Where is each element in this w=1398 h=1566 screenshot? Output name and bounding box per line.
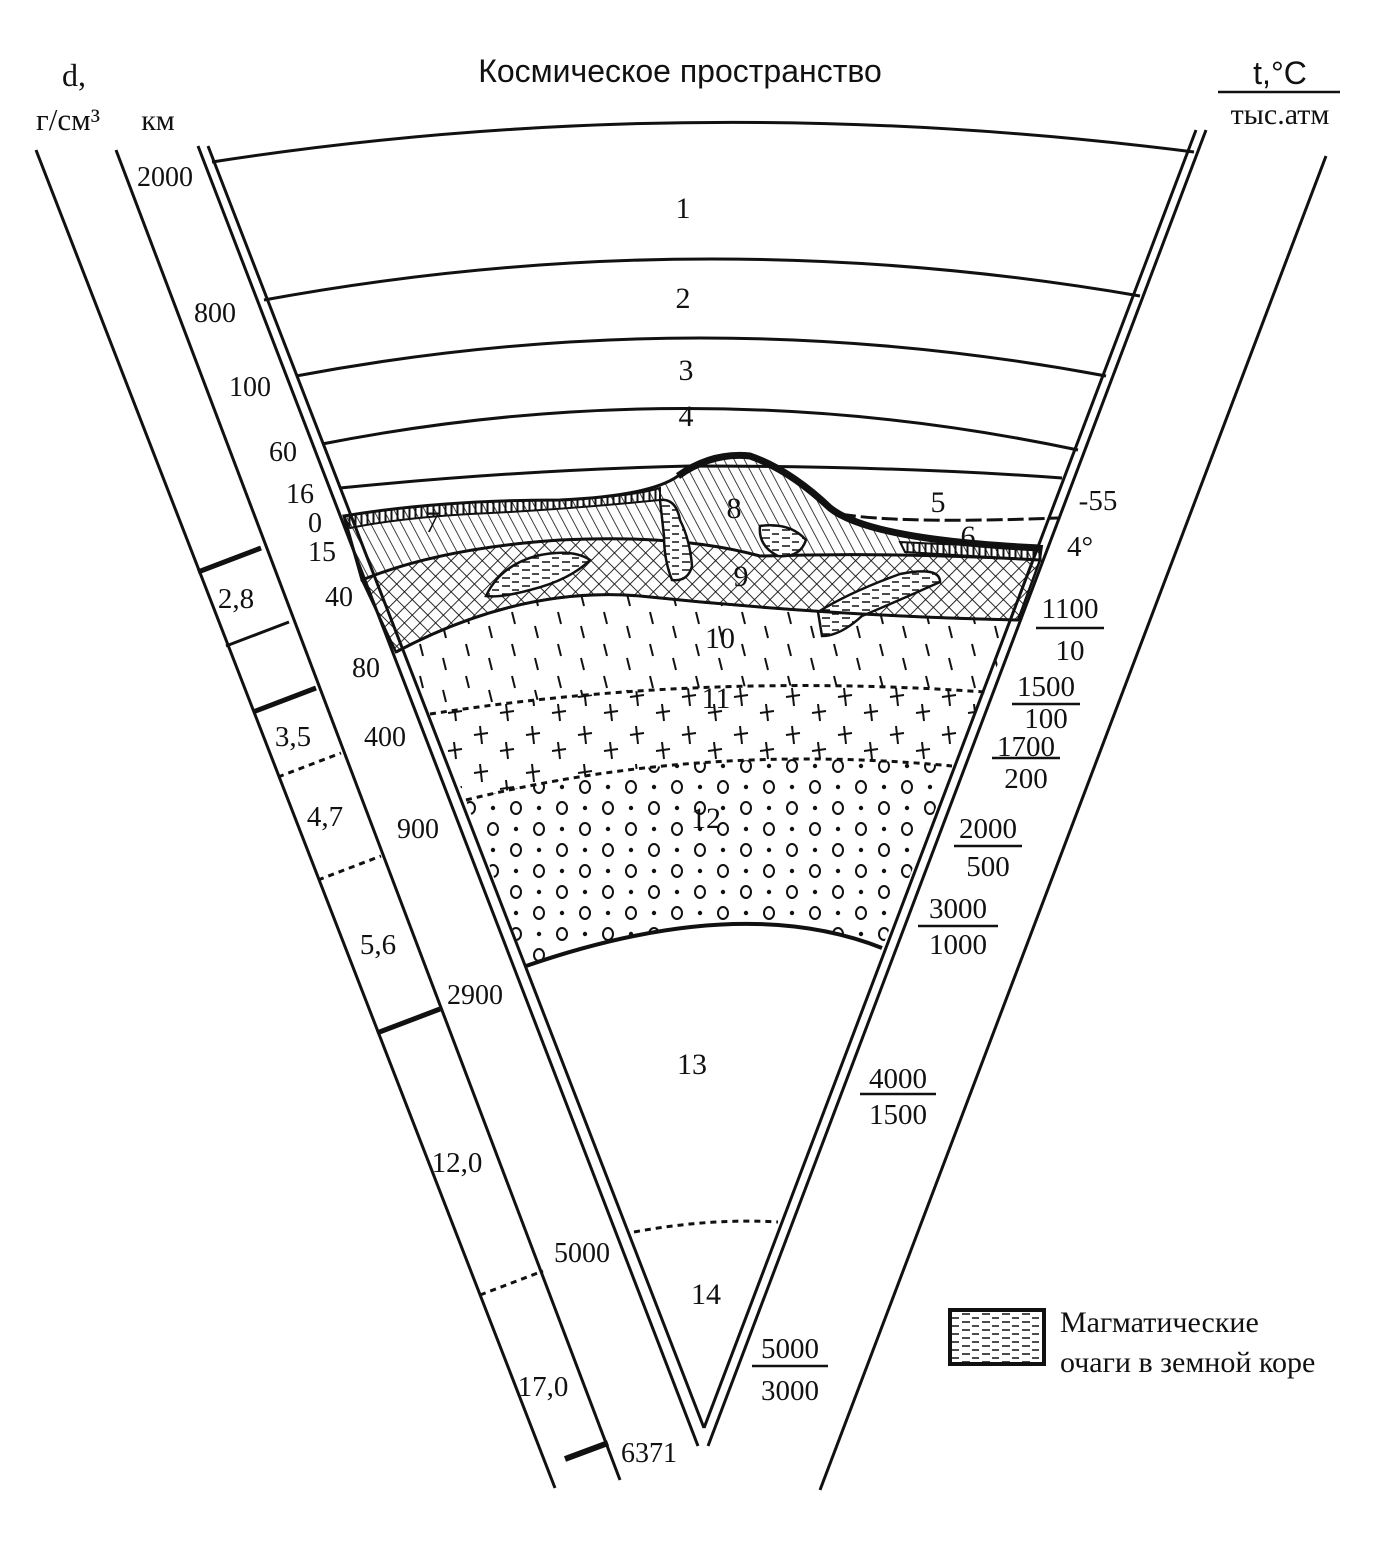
legend-swatch (948, 1308, 1046, 1366)
pressure-value: 10 (1056, 635, 1085, 667)
temp-pressure-item: 1100 10 (1036, 593, 1104, 667)
temp-pressure-item: 5000 3000 (752, 1333, 828, 1407)
temp-pressure-item: 1500 100 (1012, 671, 1080, 735)
layer-number: 3 (679, 354, 694, 387)
legend: Магматические очаги в земной коре (948, 1306, 1315, 1379)
density-value: 3,5 (275, 721, 311, 753)
temp-header: t,°C (1253, 55, 1307, 91)
depth-label: 2900 (447, 980, 503, 1011)
temp-pressure-item: 4000 1500 (860, 1063, 936, 1131)
pressure-value: 200 (1004, 763, 1048, 795)
depth-label: 40 (325, 582, 353, 613)
deep-boundaries (395, 593, 1019, 1234)
density-value: 4,7 (307, 801, 343, 833)
layer-number: 8 (727, 492, 742, 525)
temperature-value: 1100 (1042, 593, 1099, 625)
layer-10-fill (396, 594, 1018, 714)
legend-label-line2: очаги в земной коре (1060, 1346, 1315, 1379)
layer-number: 9 (734, 560, 749, 593)
temp-pressure-values: 1100 10 1500 100 1700 200 2000 500 3000 … (752, 593, 1104, 1407)
depth-label: 900 (397, 814, 439, 845)
depth-label: 400 (364, 722, 406, 753)
surface-temp-upper: -55 (1079, 485, 1118, 517)
density-value: 2,8 (218, 583, 254, 615)
depth-label: 80 (352, 653, 380, 684)
layer-number: 12 (691, 802, 721, 835)
density-value: 12,0 (432, 1147, 483, 1179)
layer-number: 10 (705, 622, 735, 655)
temperature-value: 2000 (959, 813, 1017, 845)
temperature-value: 4000 (869, 1063, 927, 1095)
pressure-header: тыс.атм (1231, 98, 1330, 131)
layer-number: 6 (961, 520, 976, 553)
depth-label: 60 (269, 437, 297, 468)
layer-number: 13 (677, 1048, 707, 1081)
layer-11-fill (430, 685, 985, 800)
temperature-value: 3000 (929, 893, 987, 925)
temp-pressure-item: 2000 500 (954, 813, 1022, 883)
mountain-cap (675, 451, 1041, 552)
magma-chamber (658, 498, 694, 582)
density-header-line1: d, (62, 57, 86, 93)
pressure-value: 3000 (761, 1375, 819, 1407)
layer-number: 7 (425, 506, 440, 539)
pressure-value: 500 (966, 851, 1010, 883)
layer-6-fill (898, 540, 1044, 562)
layer-number: 1 (676, 192, 691, 225)
wedge-outline (196, 129, 1328, 1491)
magma-chamber (758, 524, 808, 558)
layer-number: 11 (702, 682, 731, 715)
temperature-value: 5000 (761, 1333, 819, 1365)
depth-label: 0 (308, 508, 322, 539)
magma-chamber (484, 551, 592, 598)
temperature-value: 1500 (1017, 671, 1075, 703)
density-scale (34, 149, 622, 1489)
density-value: 5,6 (360, 929, 396, 961)
ocean-surface-line (839, 512, 1059, 522)
depth-label: 100 (229, 372, 271, 403)
layer-number: 14 (691, 1278, 721, 1311)
density-header-line2: г/см³ (36, 102, 100, 137)
depth-label: 15 (308, 537, 336, 568)
depth-header: км (141, 104, 175, 137)
temp-pressure-item: 3000 1000 (918, 893, 998, 961)
depth-label: 800 (194, 298, 236, 329)
temp-pressure-item: 1700 200 (992, 731, 1060, 795)
legend-label-line1: Магматические (1060, 1306, 1259, 1339)
layer-number: 4 (679, 400, 694, 433)
atmosphere-boundaries (211, 120, 1195, 490)
density-values: 2,8 3,5 4,7 5,6 12,0 17,0 (218, 583, 569, 1403)
depth-label: 6371 (621, 1438, 677, 1469)
layer-12-fill (466, 758, 952, 966)
pressure-value: 1500 (869, 1099, 927, 1131)
surface-temp-lower: 4° (1067, 531, 1093, 563)
diagram-title: Космическое пространство (478, 53, 882, 89)
pressure-value: 1000 (929, 929, 987, 961)
layer-number: 2 (676, 282, 691, 315)
depth-label: 5000 (554, 1238, 610, 1269)
density-value: 17,0 (518, 1371, 569, 1403)
depth-labels: 2000 800 100 60 16 0 15 40 80 400 900 29… (137, 162, 677, 1469)
pressure-value: 100 (1024, 703, 1068, 735)
layer-numbers: 1 2 3 4 5 6 7 8 9 10 11 12 13 14 (425, 192, 976, 1311)
depth-label: 16 (286, 479, 314, 510)
depth-label: 2000 (137, 162, 193, 193)
magma-chamber (816, 570, 942, 638)
layer-number: 5 (931, 486, 946, 519)
